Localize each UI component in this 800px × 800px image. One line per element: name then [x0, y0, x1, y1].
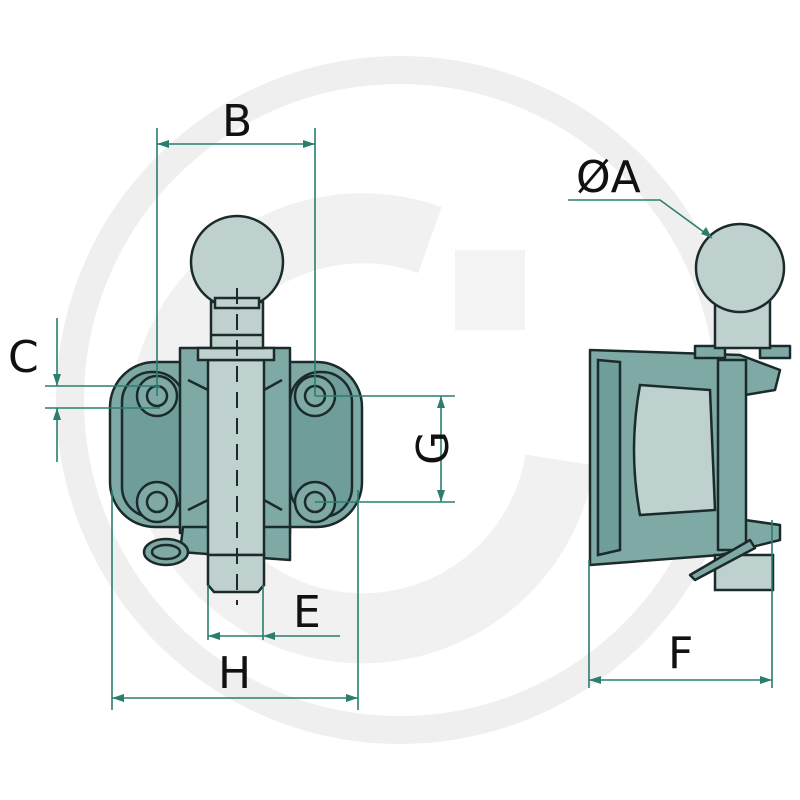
- label-diameter-a: ØA: [576, 152, 641, 203]
- front-view: [108, 214, 364, 605]
- tow-ball-side: [694, 222, 786, 314]
- label-b: B: [222, 96, 252, 147]
- label-g: G: [408, 431, 459, 465]
- side-view: [588, 222, 792, 592]
- label-h: H: [218, 648, 251, 699]
- label-c: C: [8, 332, 39, 383]
- dimension-lines: [45, 128, 773, 710]
- label-e: E: [293, 587, 321, 638]
- label-f: F: [668, 628, 693, 679]
